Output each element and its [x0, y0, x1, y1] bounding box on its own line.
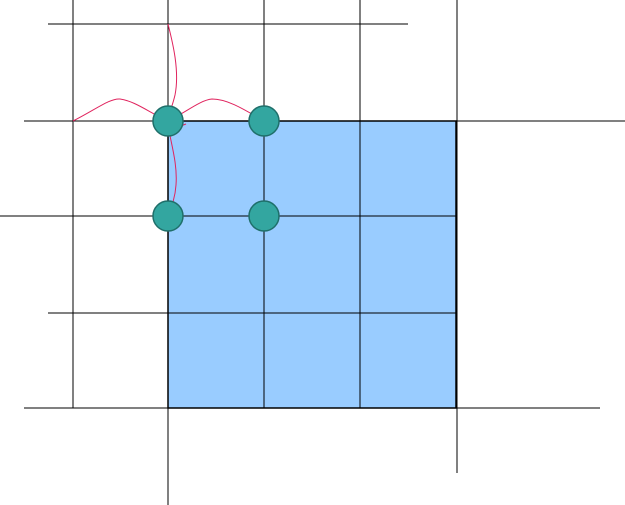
node-bottom-left: [152, 200, 184, 232]
curve-right: [167, 98, 265, 122]
shaded-region: [167, 120, 457, 409]
node-top-left: [152, 105, 184, 137]
curve-left: [72, 98, 169, 122]
node-bottom-right: [248, 200, 280, 232]
vertical-grid-lines: [72, 0, 458, 505]
node-top-right: [248, 105, 280, 137]
horizontal-grid-lines: [0, 23, 625, 409]
grid-nodes: [152, 105, 280, 232]
